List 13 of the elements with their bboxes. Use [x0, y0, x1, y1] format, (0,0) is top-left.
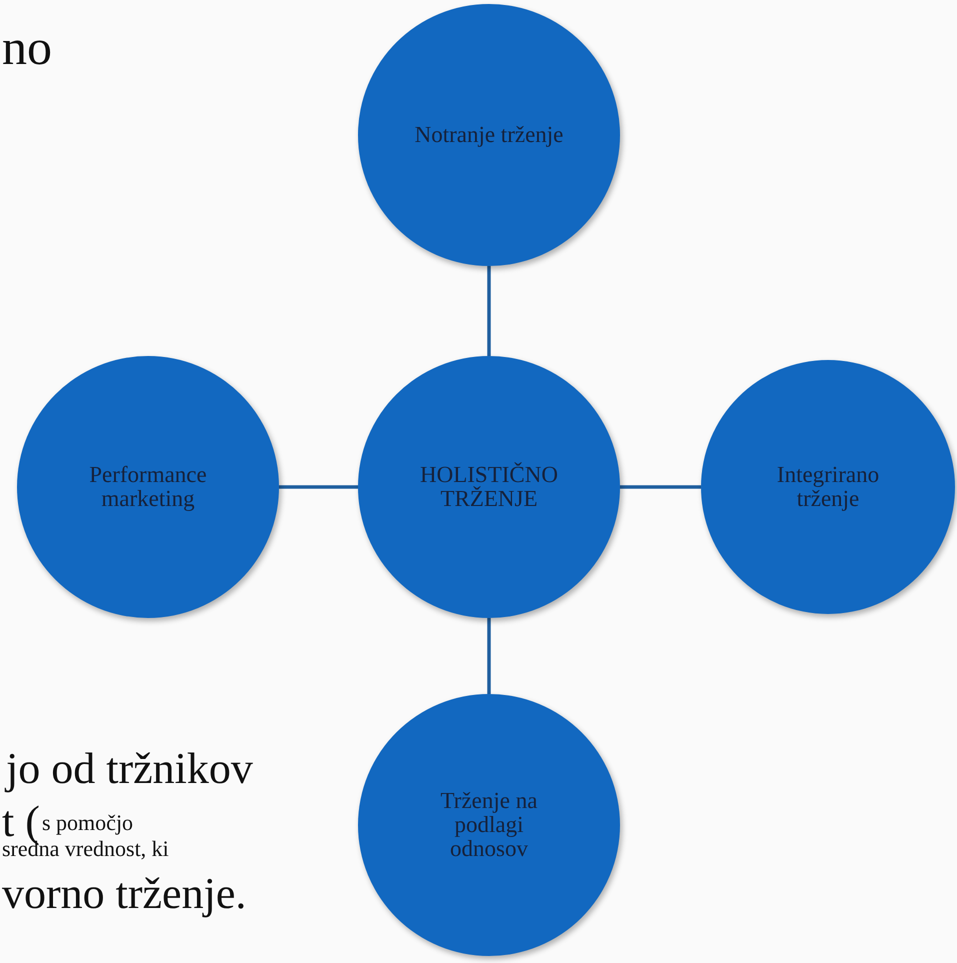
circle-label: Performance marketing — [88, 462, 208, 512]
slide-text: s pomočjo — [42, 812, 134, 834]
slide-text: jo od tržnikov — [6, 747, 253, 791]
circle-label: HOLISTIČNO TRŽENJE — [418, 462, 559, 512]
connector-line — [487, 266, 491, 356]
circle-label: Integrirano trženje — [776, 462, 880, 512]
circle-label: Notranje trženje — [414, 122, 564, 148]
connector-line — [620, 485, 701, 489]
slide-text: vorno trženje. — [2, 872, 246, 916]
connector-line — [279, 485, 358, 489]
connector-line — [487, 618, 491, 694]
circle-label: Trženje na podlagi odnosov — [440, 788, 538, 862]
slide-text: no — [2, 22, 52, 72]
